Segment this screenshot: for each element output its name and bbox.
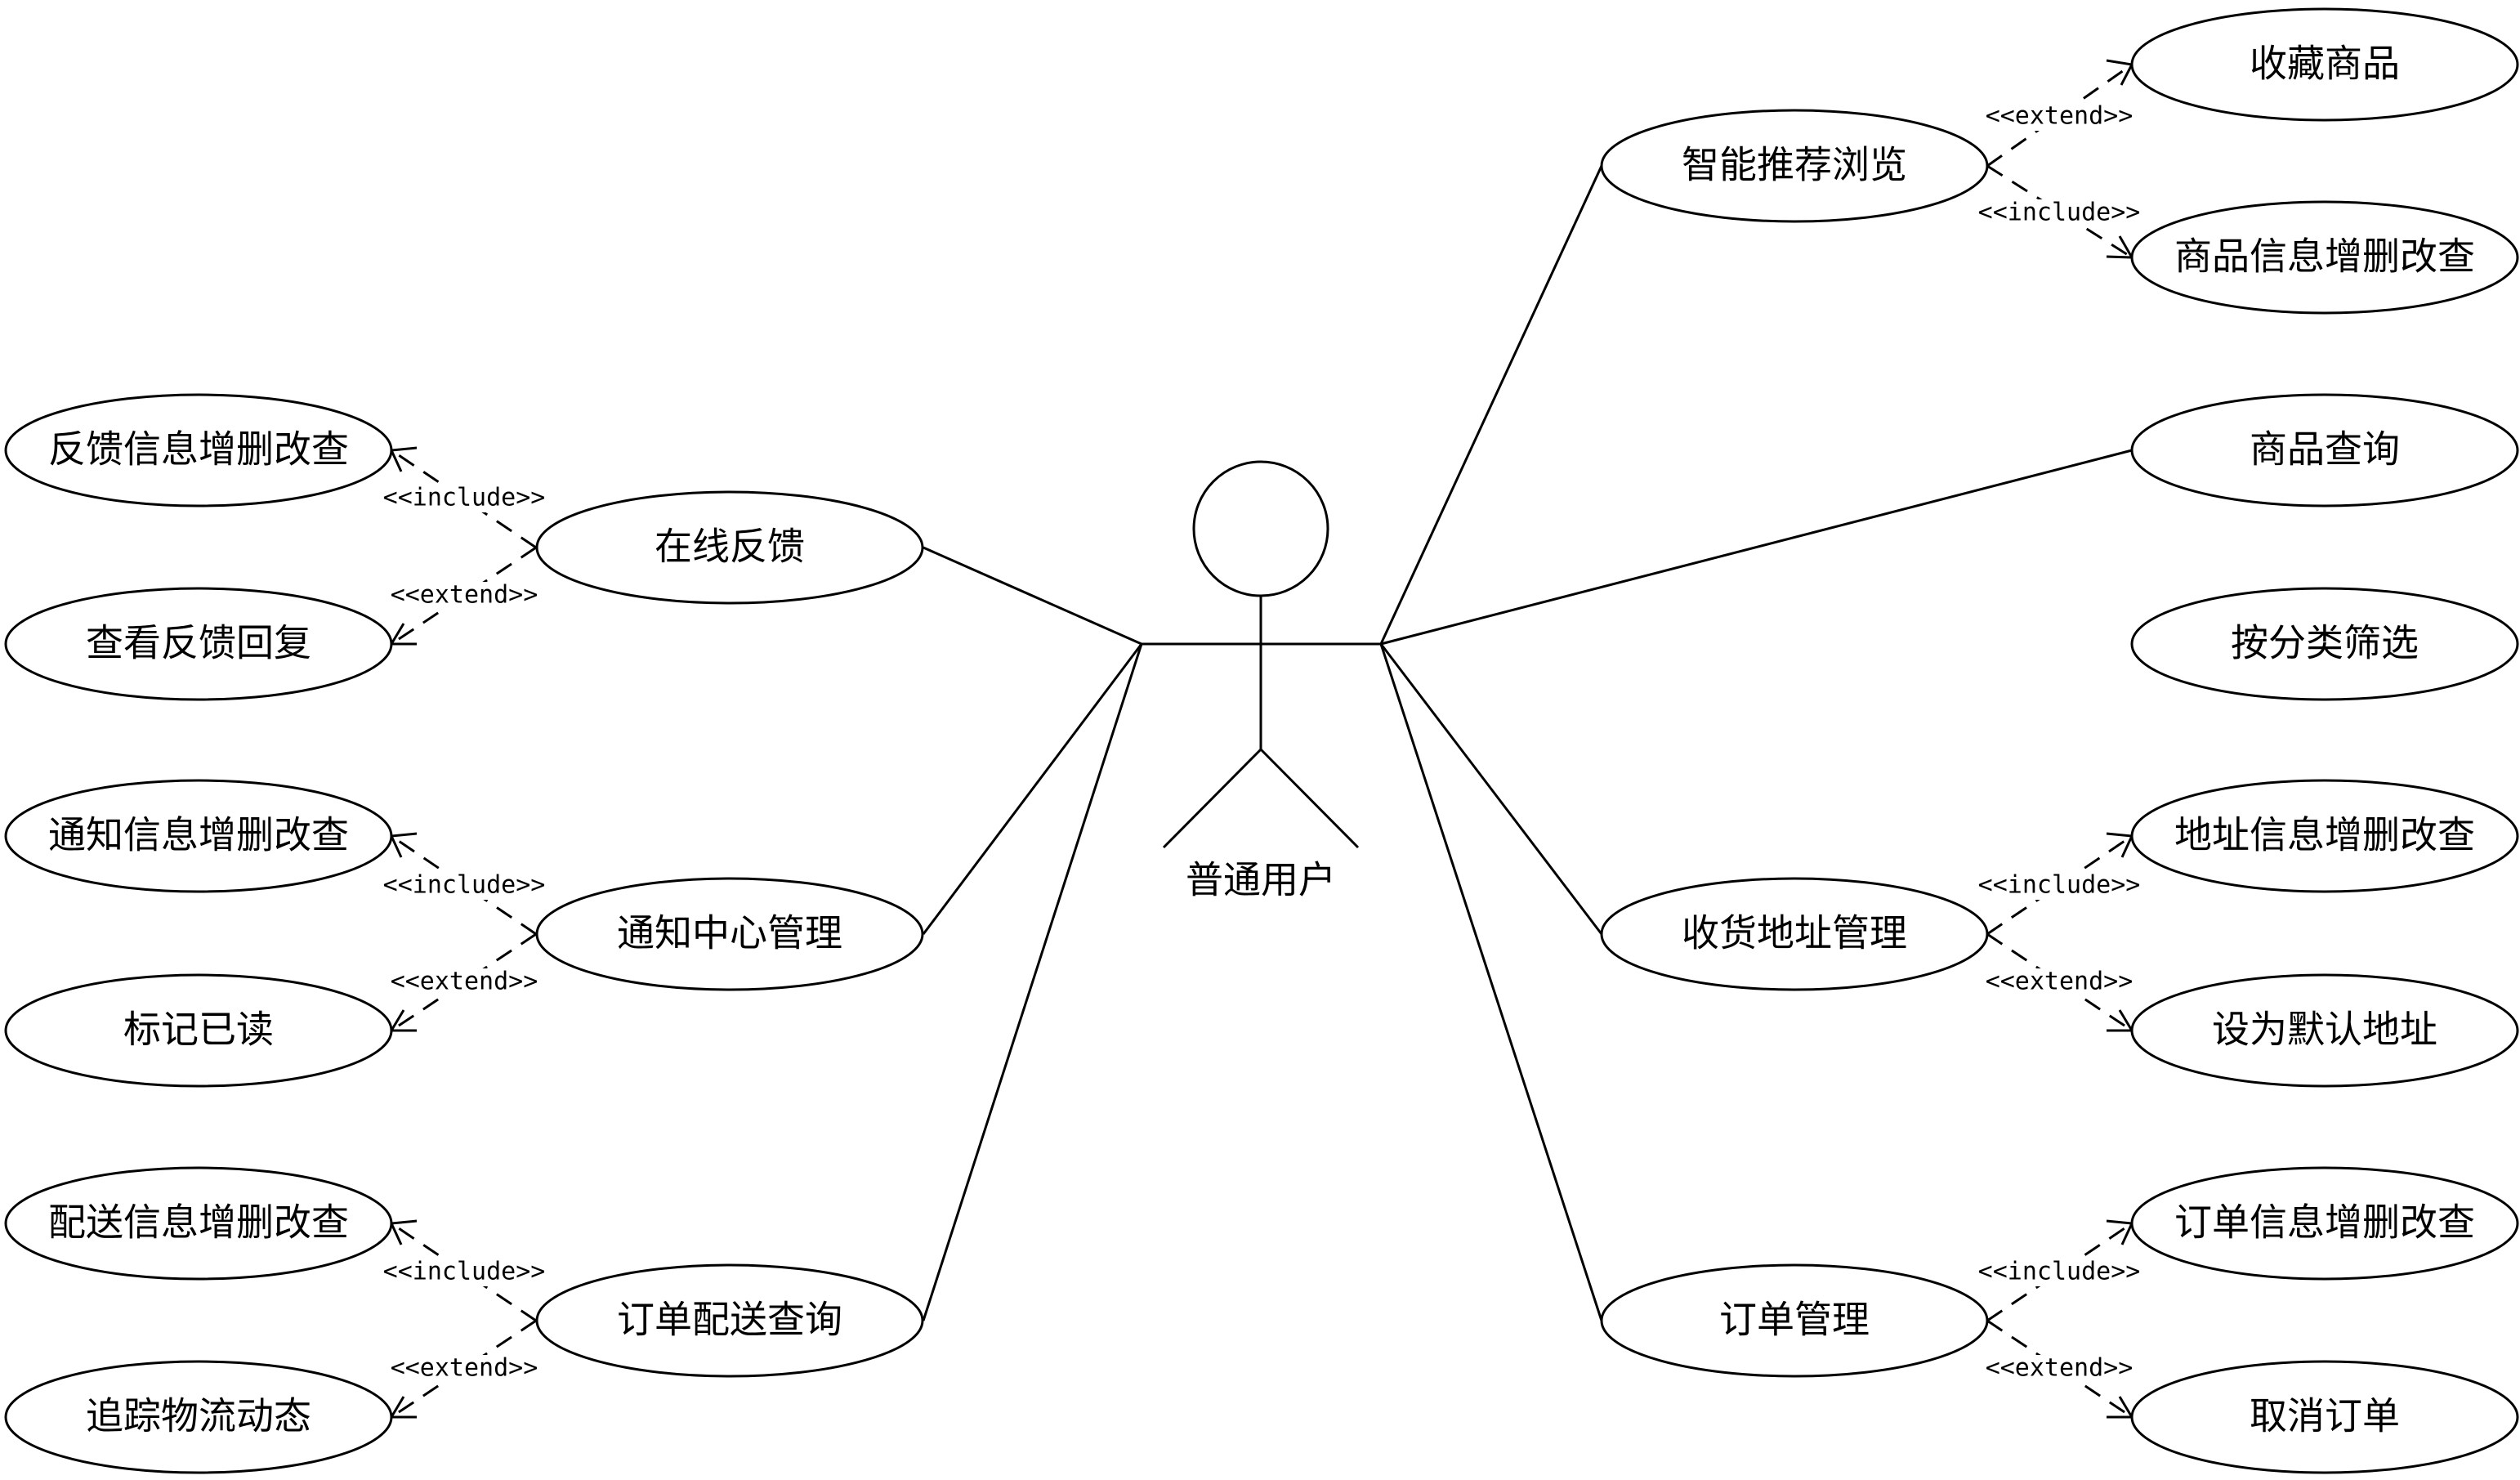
svg-text:在线反馈: 在线反馈 <box>655 525 805 569</box>
svg-text:订单配送查询: 订单配送查询 <box>617 1298 842 1342</box>
usecase-address-crud[interactable]: 地址信息增删改查 <box>2130 779 2519 893</box>
arrowhead <box>389 1396 417 1419</box>
actor-head <box>1192 460 1329 597</box>
svg-text:通知信息增删改查: 通知信息增删改查 <box>48 813 349 857</box>
usecase-collect-goods[interactable]: 收藏商品 <box>2130 7 2519 122</box>
assoc-goods-query <box>1380 449 2133 646</box>
svg-text:商品查询: 商品查询 <box>2250 427 2400 472</box>
svg-text:配送信息增删改查: 配送信息增删改查 <box>48 1201 349 1245</box>
stereotype-include: <<include>> <box>1978 199 2141 227</box>
usecase-mark-read[interactable]: 标记已读 <box>4 973 393 1088</box>
usecase-notice-crud[interactable]: 通知信息增删改查 <box>4 779 393 893</box>
svg-text:智能推荐浏览: 智能推荐浏览 <box>1682 143 1907 187</box>
stereotype-include: <<include>> <box>383 484 546 512</box>
svg-text:收货地址管理: 收货地址管理 <box>1682 911 1907 955</box>
svg-text:追踪物流动态: 追踪物流动态 <box>86 1394 311 1438</box>
assoc-online-feedback <box>923 546 1142 646</box>
actor-label: 普通用户 <box>1186 858 1336 902</box>
usecase-feedback-crud[interactable]: 反馈信息增删改查 <box>4 393 393 507</box>
usecase-filter-category[interactable]: 按分类筛选 <box>2130 587 2519 701</box>
stereotype-include: <<include>> <box>1978 1258 2141 1286</box>
stereotype-labels: <<extend>> <<include>> <<include>> <<ext… <box>378 102 2149 1383</box>
svg-text:查看反馈回复: 查看反馈回复 <box>86 621 311 665</box>
arrowhead <box>389 1009 417 1032</box>
stereotype-include: <<include>> <box>1978 871 2141 900</box>
usecase-order-mgmt[interactable]: 订单管理 <box>1600 1263 1989 1378</box>
svg-text:商品信息增删改查: 商品信息增删改查 <box>2174 235 2475 279</box>
stereotype-extend: <<extend>> <box>391 968 538 996</box>
assoc-notice-center <box>922 643 1143 935</box>
svg-text:反馈信息增删改查: 反馈信息增删改查 <box>48 427 349 472</box>
usecase-order-crud[interactable]: 订单信息增删改查 <box>2130 1166 2519 1281</box>
svg-text:订单管理: 订单管理 <box>1719 1298 1870 1342</box>
svg-text:按分类筛选: 按分类筛选 <box>2231 621 2419 665</box>
svg-text:收藏商品: 收藏商品 <box>2250 42 2400 86</box>
assoc-order-mgmt <box>1379 643 1603 1321</box>
assoc-address-mgmt <box>1379 643 1603 935</box>
assoc-smart-browse <box>1379 165 1603 645</box>
stereotype-extend: <<extend>> <box>391 581 538 610</box>
svg-text:设为默认地址: 设为默认地址 <box>2212 1008 2437 1052</box>
arrowhead <box>2107 1396 2134 1419</box>
stereotype-extend: <<extend>> <box>1986 102 2134 131</box>
use-cases: 智能推荐浏览 收货地址管理 订单管理 收藏商品 商品信息增删改查 商品查询 按分… <box>4 7 2519 1474</box>
actor-user: 普通用户 <box>1142 460 1381 902</box>
stereotype-extend: <<extend>> <box>391 1354 538 1383</box>
usecase-goods-query[interactable]: 商品查询 <box>2130 393 2519 507</box>
usecase-goods-crud[interactable]: 商品信息增删改查 <box>2130 200 2519 315</box>
stereotype-include: <<include>> <box>383 871 546 900</box>
assoc-order-delivery <box>922 643 1143 1321</box>
stereotype-extend: <<extend>> <box>1986 968 2134 996</box>
arrowhead <box>2106 235 2134 259</box>
usecase-view-feedback-reply[interactable]: 查看反馈回复 <box>4 587 393 701</box>
usecase-set-default-address[interactable]: 设为默认地址 <box>2130 973 2519 1088</box>
usecase-order-delivery[interactable]: 订单配送查询 <box>535 1263 924 1378</box>
usecase-smart-browse[interactable]: 智能推荐浏览 <box>1600 109 1989 223</box>
usecase-notice-center[interactable]: 通知中心管理 <box>535 877 924 991</box>
actor-left-leg <box>1162 748 1262 849</box>
associations <box>922 165 2133 1321</box>
arrowhead <box>2107 1009 2134 1032</box>
arrowhead <box>389 623 417 646</box>
usecase-delivery-crud[interactable]: 配送信息增删改查 <box>4 1166 393 1281</box>
svg-text:地址信息增删改查: 地址信息增删改查 <box>2174 813 2475 857</box>
usecase-online-feedback[interactable]: 在线反馈 <box>535 490 924 605</box>
svg-text:订单信息增删改查: 订单信息增删改查 <box>2174 1201 2475 1245</box>
usecase-track-logistics[interactable]: 追踪物流动态 <box>4 1360 393 1474</box>
usecase-address-mgmt[interactable]: 收货地址管理 <box>1600 877 1989 991</box>
svg-text:标记已读: 标记已读 <box>123 1008 274 1052</box>
stereotype-extend: <<extend>> <box>1986 1354 2134 1383</box>
svg-text:取消订单: 取消订单 <box>2250 1394 2400 1438</box>
stereotype-include: <<include>> <box>383 1258 546 1286</box>
svg-text:通知中心管理: 通知中心管理 <box>617 911 842 955</box>
usecase-cancel-order[interactable]: 取消订单 <box>2130 1360 2519 1474</box>
actor-right-leg <box>1259 748 1360 849</box>
